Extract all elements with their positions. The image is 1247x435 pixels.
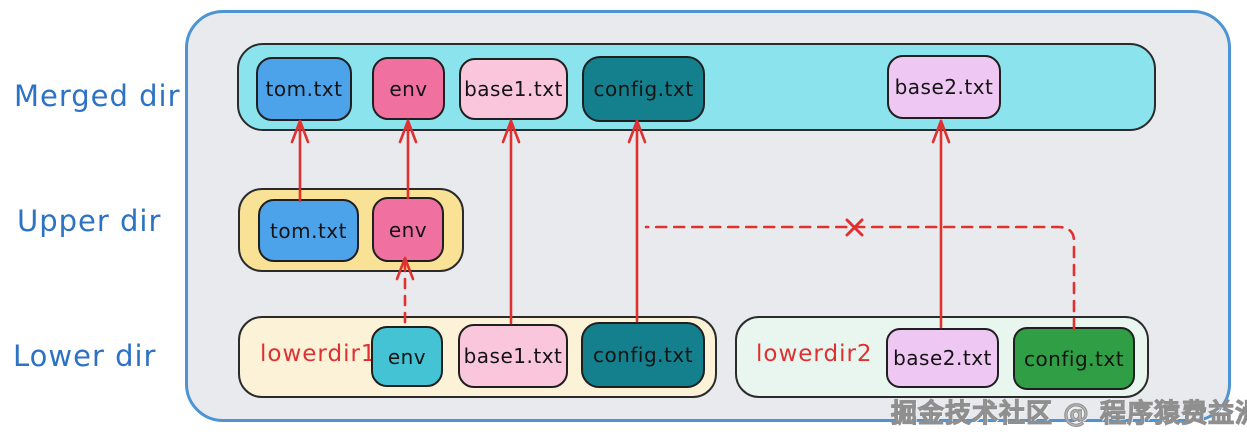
lowerdir2-name: lowerdir2 bbox=[756, 341, 873, 367]
lowerdir1-file-env: env bbox=[371, 326, 443, 387]
watermark-text: 掘金技术社区 @ 程序猿费益洲 bbox=[890, 399, 1247, 430]
merged-file-base2-txt: base2.txt bbox=[887, 55, 1001, 119]
lowerdir2-file-config-txt: config.txt bbox=[1013, 327, 1135, 390]
upper-file-tom-txt: tom.txt bbox=[258, 199, 359, 262]
label-lower-dir: Lower dir bbox=[13, 339, 157, 373]
label-upper-dir: Upper dir bbox=[17, 204, 162, 238]
lowerdir2-file-base2-txt: base2.txt bbox=[886, 328, 999, 388]
merged-file-env: env bbox=[372, 57, 445, 120]
merged-file-config-txt: config.txt bbox=[582, 56, 705, 122]
upper-file-env: env bbox=[372, 197, 444, 262]
lowerdir1-file-config-txt: config.txt bbox=[581, 322, 705, 388]
lowerdir1-file-base1-txt: base1.txt bbox=[458, 324, 568, 388]
lowerdir1-name: lowerdir1 bbox=[260, 341, 377, 367]
merged-file-tom-txt: tom.txt bbox=[256, 57, 352, 121]
label-merged-dir: Merged dir bbox=[14, 79, 181, 113]
merged-file-base1-txt: base1.txt bbox=[459, 58, 568, 120]
